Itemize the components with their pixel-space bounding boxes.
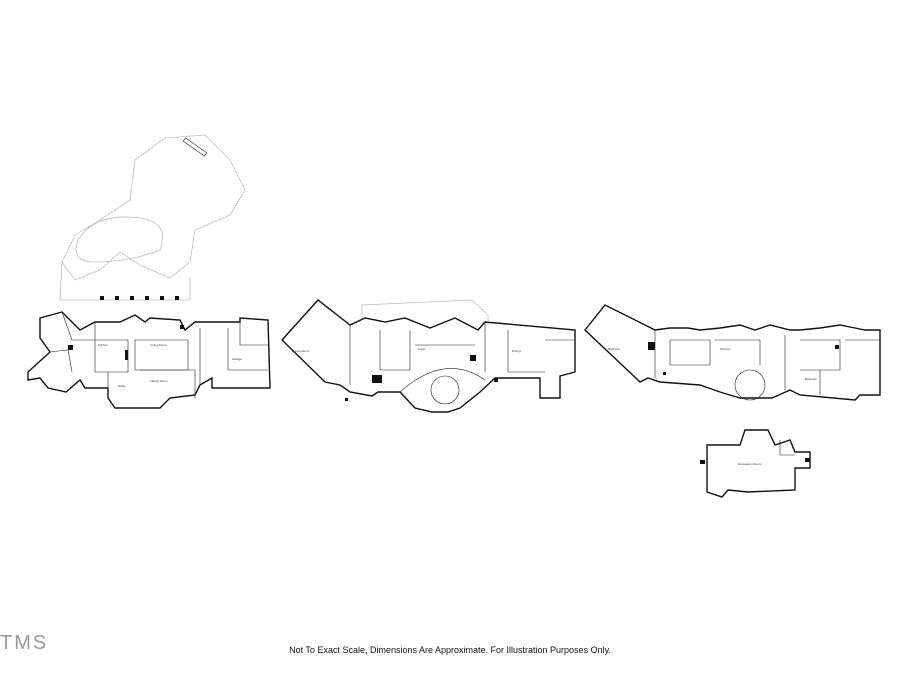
floor-plan-level-3: Bedroom Primary Bedroom — [584, 304, 881, 401]
floor-plan-level-4: Recreation Room — [700, 429, 811, 498]
svg-text:Bedroom: Bedroom — [805, 377, 818, 381]
floor-plan-level-2: Bonus Room Foyer Dining — [281, 299, 576, 413]
svg-text:Kitchen: Kitchen — [98, 343, 108, 347]
svg-text:Primary: Primary — [720, 347, 731, 351]
svg-text:Study: Study — [118, 384, 126, 388]
svg-text:Recreation Room: Recreation Room — [738, 462, 762, 466]
patio-posts — [100, 296, 179, 300]
brand-logo: TMS — [0, 632, 49, 654]
disclaimer-text: Not To Exact Scale, Dimensions Are Appro… — [289, 645, 611, 655]
svg-text:Bonus Room: Bonus Room — [292, 349, 310, 353]
site-outline — [59, 134, 246, 301]
svg-text:Living Room: Living Room — [150, 343, 167, 347]
svg-text:Bedroom: Bedroom — [608, 347, 621, 351]
floor-plan-level-1: Living Room Kitchen Family Room Garage S… — [27, 311, 271, 409]
svg-text:Family Room: Family Room — [150, 379, 168, 383]
svg-text:Dining: Dining — [512, 349, 521, 353]
svg-text:Garage: Garage — [232, 357, 242, 361]
svg-text:Foyer: Foyer — [418, 347, 426, 351]
